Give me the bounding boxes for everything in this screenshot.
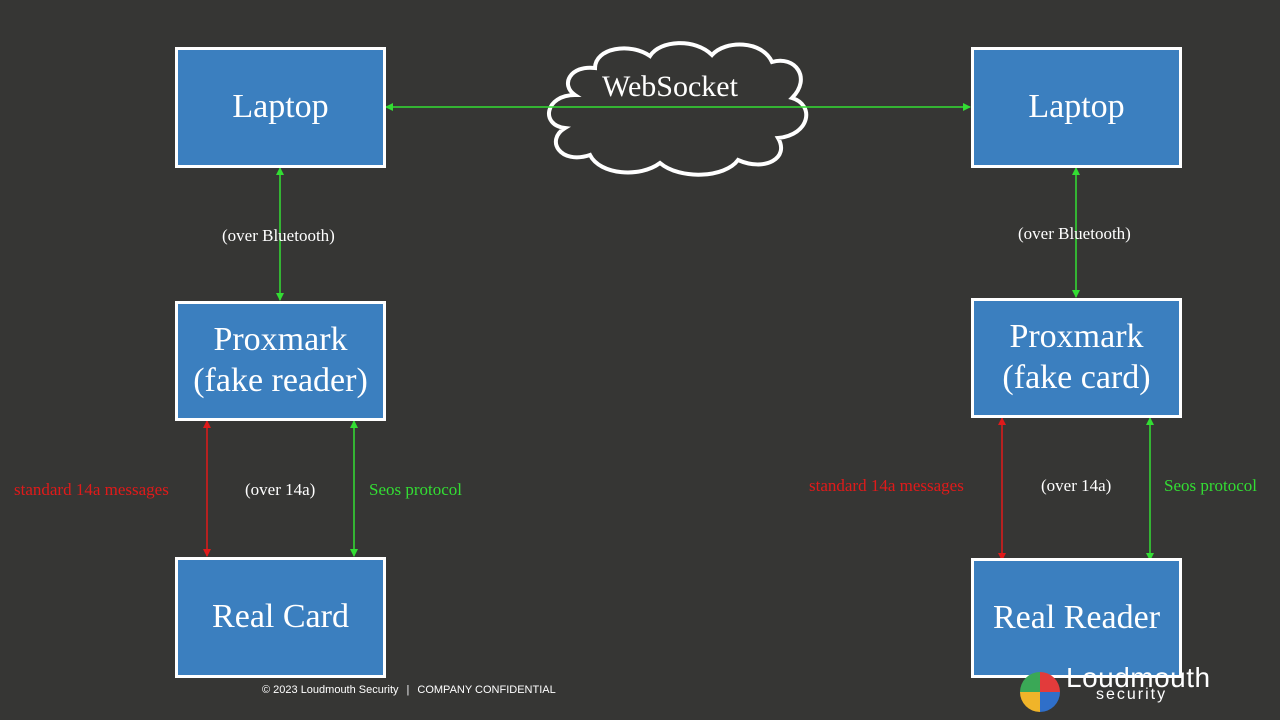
real-reader-node: Real Reader — [971, 558, 1182, 678]
logo-mark-icon — [1020, 672, 1060, 712]
footer: © 2023 Loudmouth Security | COMPANY CONFID… — [262, 684, 556, 696]
proxmark-card-title: Proxmark — [1009, 318, 1144, 356]
laptop-right-label: Laptop — [1028, 88, 1125, 126]
footer-copyright: © 2023 Loudmouth Security — [262, 684, 399, 696]
real-reader-label: Real Reader — [992, 598, 1161, 636]
std14a-label-right: standard 14a messages — [809, 476, 964, 495]
proxmark-reader-subtitle: (fake reader) — [193, 362, 368, 399]
footer-separator: | — [406, 684, 410, 696]
bluetooth-label-left: (over Bluetooth) — [222, 226, 335, 245]
std14a-label-left: standard 14a messages — [14, 480, 169, 499]
seos-label-left: Seos protocol — [369, 480, 463, 499]
logo-wordmark: Loudmouth — [1066, 662, 1211, 693]
websocket-label: WebSocket — [602, 70, 738, 103]
real-card-label: Real Card — [212, 598, 349, 636]
proxmark-card-subtitle: (fake card) — [1002, 359, 1151, 396]
over14a-label-left: (over 14a) — [245, 480, 316, 499]
websocket-cloud — [547, 41, 809, 177]
real-card-node: Real Card — [175, 557, 386, 678]
loudmouth-logo: Loudmouth security — [1018, 662, 1218, 712]
proxmark-reader-title: Proxmark — [213, 321, 348, 359]
laptop-left-node: Laptop — [175, 47, 386, 168]
laptop-left-label: Laptop — [232, 88, 329, 126]
proxmark-reader-node: Proxmark (fake reader) — [175, 301, 386, 421]
over14a-label-right: (over 14a) — [1041, 476, 1112, 495]
footer-confidential: COMPANY CONFIDENTIAL — [417, 684, 556, 696]
proxmark-card-node: Proxmark (fake card) — [971, 298, 1182, 418]
seos-label-right: Seos protocol — [1164, 476, 1258, 495]
logo-subtitle: security — [1096, 686, 1168, 703]
bluetooth-label-right: (over Bluetooth) — [1018, 224, 1131, 243]
laptop-right-node: Laptop — [971, 47, 1182, 168]
